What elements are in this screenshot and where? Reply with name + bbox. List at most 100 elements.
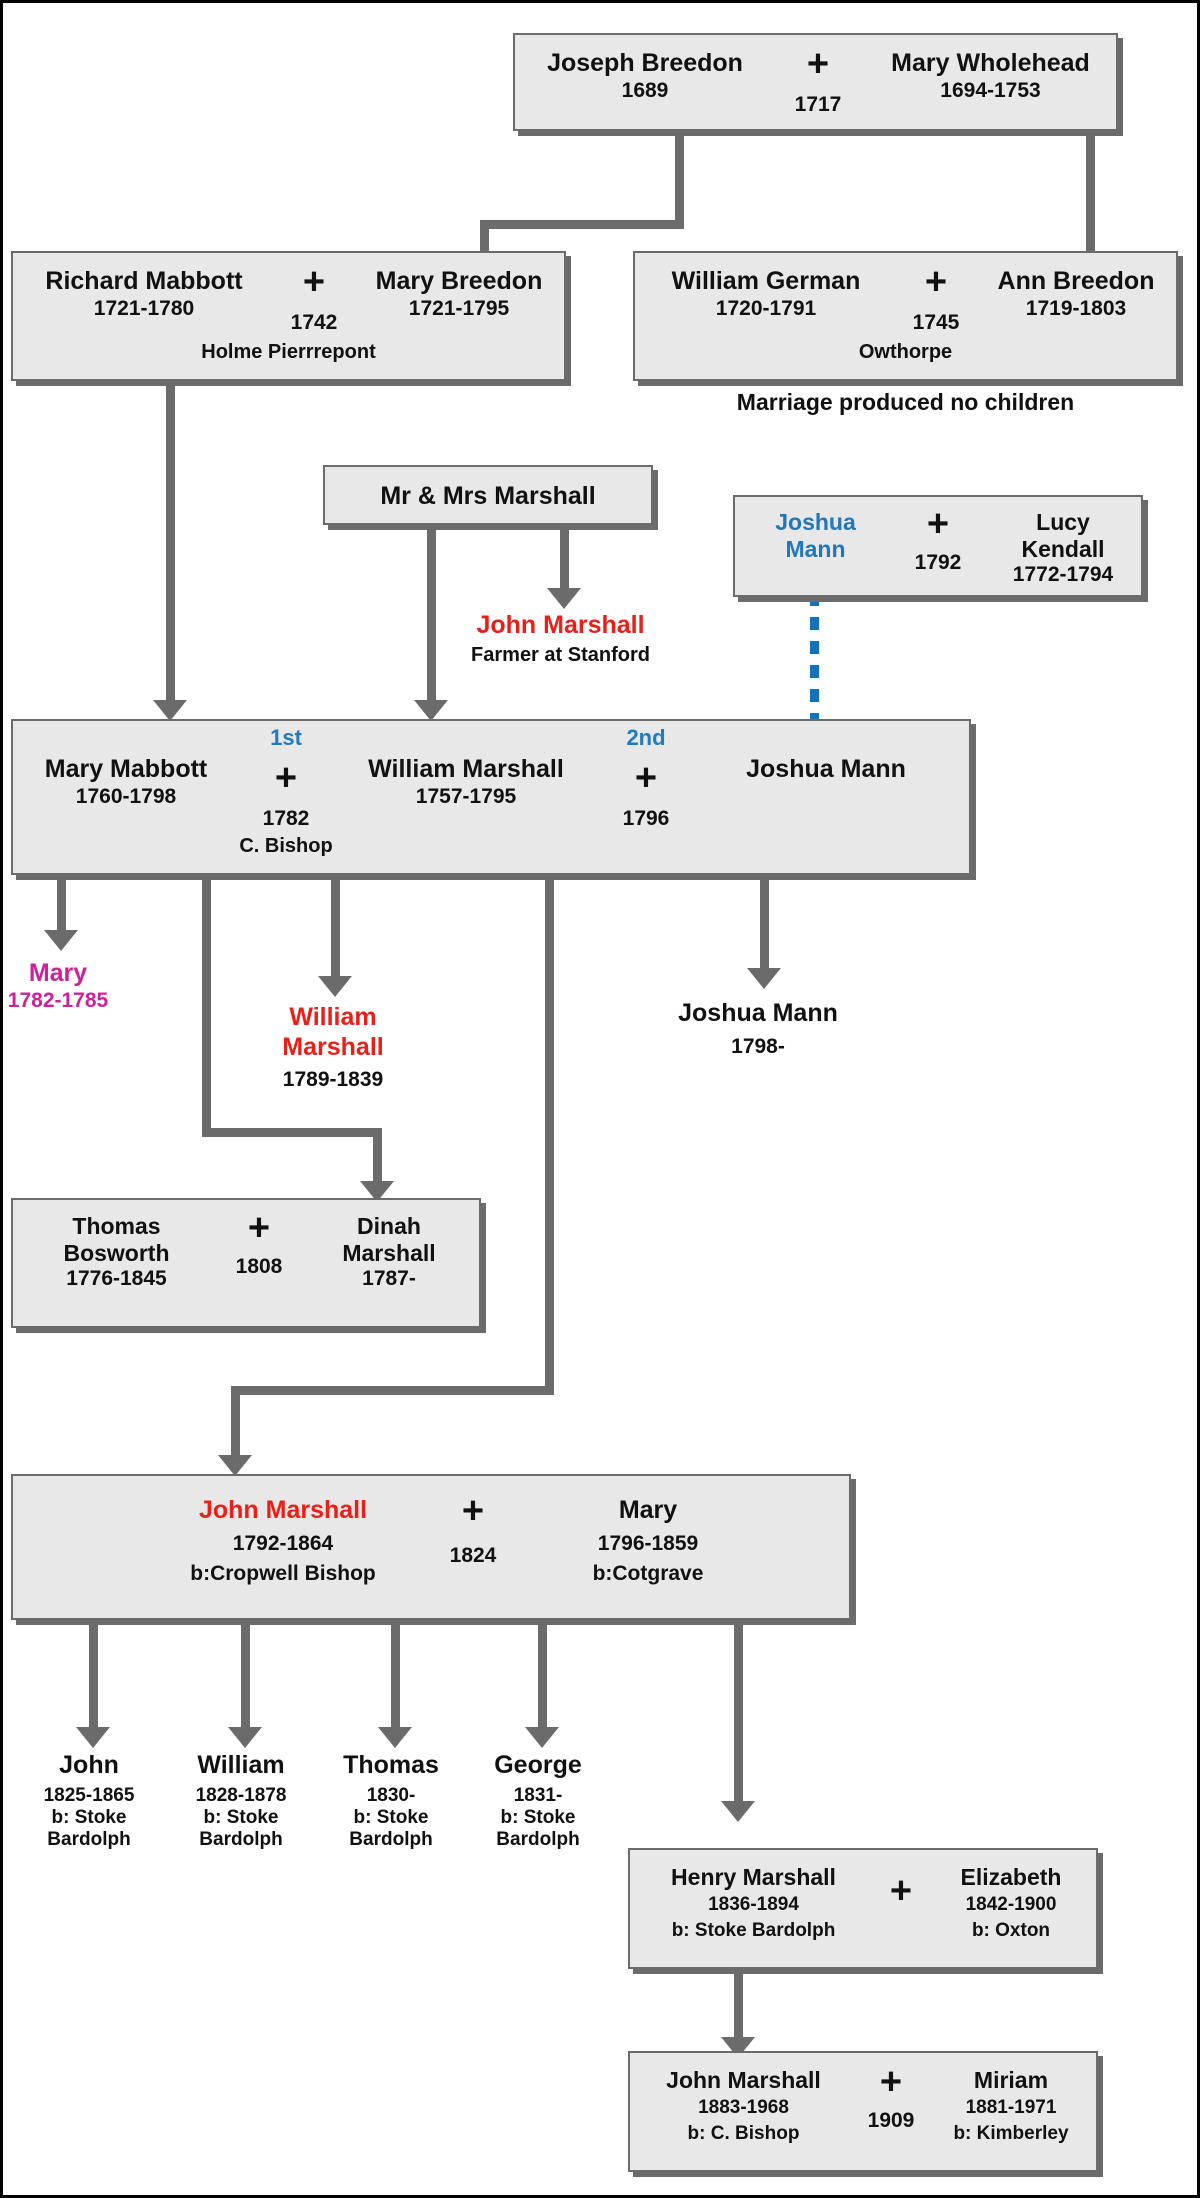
bosworth-union: + 1808 bbox=[214, 1209, 304, 1280]
connector-to-german bbox=[1086, 131, 1095, 329]
mann-marriage-year: 1792 bbox=[914, 551, 962, 575]
john1792-right: Mary 1796-1859 b:Cotgrave bbox=[523, 1496, 773, 1587]
child-place-line1: b: Stoke bbox=[203, 1806, 279, 1828]
german-left-dates: 1720-1791 bbox=[715, 296, 817, 320]
plus-icon: + bbox=[461, 1490, 485, 1532]
node-mr-mrs-marshall[interactable]: Mr & Mrs Marshall bbox=[323, 465, 653, 525]
child-dates: 1828-1878 bbox=[195, 1784, 287, 1806]
john1883-left: John Marshall 1883-1968 b: C. Bishop bbox=[636, 2067, 851, 2145]
node-henry-elizabeth[interactable]: Henry Marshall 1836-1894 b: Stoke Bardol… bbox=[628, 1848, 1098, 1969]
arrow-to-john1792-box bbox=[218, 1455, 252, 1476]
node-john-marshall-mary[interactable]: John Marshall 1792-1864 b:Cropwell Bisho… bbox=[11, 1474, 851, 1620]
henry-left-place: b: Stoke Bardolph bbox=[671, 1919, 836, 1941]
john1883-union: + 1909 bbox=[851, 2063, 931, 2134]
german-right-name: Ann Breedon bbox=[997, 267, 1155, 295]
mabbott-marriage-place: Holme Pierrrepont bbox=[201, 341, 376, 363]
node-mann-kendall[interactable]: Joshua Mann + 1792 Lucy Kendall 1772-179… bbox=[733, 495, 1143, 597]
mr-mrs-marshall-name: Mr & Mrs Marshall bbox=[380, 482, 596, 510]
connector-child-william bbox=[241, 1620, 250, 1734]
bosworth-right-name-line2: Marshall bbox=[342, 1240, 436, 1267]
connector-john1792-elbow bbox=[231, 1386, 554, 1395]
plus-icon: + bbox=[889, 1870, 913, 1912]
bosworth-right-name-line1: Dinah bbox=[357, 1213, 421, 1239]
center-middle-dates: 1757-1795 bbox=[415, 784, 517, 808]
bosworth-left-dates: 1776-1845 bbox=[66, 1267, 167, 1291]
mabbott-right: Mary Breedon 1721-1795 bbox=[359, 267, 559, 321]
henry-right-name: Elizabeth bbox=[960, 1864, 1062, 1890]
child-name: Thomas bbox=[343, 1751, 439, 1779]
connector-henry-to-john1883 bbox=[734, 1969, 743, 2043]
child-place-line2: Bardolph bbox=[199, 1829, 283, 1851]
breedon-right: Mary Wholehead 1694-1753 bbox=[868, 49, 1113, 103]
breedon-right-name: Mary Wholehead bbox=[891, 49, 1090, 77]
center-first-place: C. Bishop bbox=[239, 835, 333, 858]
john1883-right-name: Miriam bbox=[973, 2067, 1049, 2093]
john1883-marriage-year: 1909 bbox=[867, 2109, 915, 2133]
mabbott-right-name: Mary Breedon bbox=[375, 267, 543, 295]
john-marshall-farmer-name: John Marshall bbox=[476, 611, 645, 639]
john1883-right-place: b: Kimberley bbox=[953, 2122, 1069, 2144]
connector-center-to-william-child bbox=[331, 875, 340, 983]
arrow-mabbott-to-mary bbox=[153, 700, 187, 721]
connector-center-to-john1792 bbox=[545, 875, 554, 1395]
center-second-union: 2nd + 1796 bbox=[591, 725, 701, 832]
center-second-label: 2nd bbox=[626, 725, 666, 750]
german-union: + 1745 bbox=[891, 261, 981, 336]
center-left-dates: 1760-1798 bbox=[75, 784, 177, 808]
bosworth-left: Thomas Bosworth 1776-1845 bbox=[19, 1213, 214, 1292]
arrow-marshall-to-john bbox=[547, 588, 581, 609]
connector-william-to-bosworth bbox=[373, 1128, 382, 1188]
list-item: George 1831- b: Stoke Bardolph bbox=[468, 1751, 608, 1852]
center-left: Mary Mabbott 1760-1798 bbox=[21, 755, 231, 809]
label-child-joshua-mann: Joshua Mann 1798- bbox=[658, 999, 858, 1059]
mann-right-dates: 1772-1794 bbox=[1012, 563, 1114, 587]
node-breedon-wholehead[interactable]: Joseph Breedon 1689 + 1717 Mary Wholehea… bbox=[513, 33, 1118, 131]
henry-left-name: Henry Marshall bbox=[671, 1864, 836, 1890]
arrow-center-to-mary-child bbox=[44, 930, 78, 951]
connector-center-to-mary-child bbox=[57, 875, 66, 937]
node-bosworth-marshall[interactable]: Thomas Bosworth 1776-1845 + 1808 Dinah M… bbox=[11, 1198, 481, 1328]
list-item: Thomas 1830- b: Stoke Bardolph bbox=[321, 1751, 461, 1852]
label-child-william-marshall: William Marshall 1789-1839 bbox=[253, 1003, 413, 1093]
center-first-label: 1st bbox=[270, 725, 302, 750]
john1792-right-dates: 1796-1859 bbox=[597, 1531, 699, 1555]
connector-breedon-elbow bbox=[480, 220, 684, 229]
node-john-miriam[interactable]: John Marshall 1883-1968 b: C. Bishop + 1… bbox=[628, 2051, 1098, 2172]
german-marriage-year: 1745 bbox=[912, 311, 960, 335]
plus-icon: + bbox=[274, 756, 298, 799]
child-name: William bbox=[197, 1751, 285, 1779]
henry-right: Elizabeth 1842-1900 b: Oxton bbox=[931, 1864, 1091, 1942]
child-mary-name: Mary bbox=[28, 959, 88, 987]
plus-icon: + bbox=[634, 756, 658, 799]
connector-breedon-stem bbox=[675, 131, 684, 229]
node-german-breedon[interactable]: William German 1720-1791 + 1745 Ann Bree… bbox=[633, 251, 1178, 381]
john1883-right-dates: 1881-1971 bbox=[965, 2097, 1057, 2119]
mann-left-name-line2: Mann bbox=[785, 536, 846, 563]
bosworth-left-name-line1: Thomas bbox=[72, 1213, 161, 1239]
child-place-line2: Bardolph bbox=[349, 1829, 433, 1851]
mabbott-left-name: Richard Mabbott bbox=[45, 267, 243, 295]
breedon-marriage-year: 1717 bbox=[794, 93, 842, 117]
henry-left: Henry Marshall 1836-1894 b: Stoke Bardol… bbox=[636, 1864, 871, 1942]
arrow-marshall-to-william bbox=[414, 700, 448, 721]
german-right: Ann Breedon 1719-1803 bbox=[981, 267, 1171, 321]
mabbott-union: + 1742 bbox=[269, 263, 359, 336]
child-joshua-name: Joshua Mann bbox=[678, 999, 838, 1027]
node-mabbott-breedon[interactable]: Richard Mabbott 1721-1780 + 1742 Mary Br… bbox=[11, 251, 566, 381]
john1792-marriage-year: 1824 bbox=[449, 1544, 497, 1568]
mabbott-left: Richard Mabbott 1721-1780 bbox=[19, 267, 269, 321]
connector-william-elbow bbox=[202, 1128, 382, 1137]
john1883-left-dates: 1883-1968 bbox=[698, 2097, 789, 2119]
list-item: William 1828-1878 b: Stoke Bardolph bbox=[171, 1751, 311, 1852]
plus-icon: + bbox=[926, 503, 950, 545]
child-name: George bbox=[494, 1751, 582, 1779]
arrow-center-to-joshua-child bbox=[747, 968, 781, 989]
node-mabbott-marshall-mann[interactable]: Mary Mabbott 1760-1798 1st + 1782 C. Bis… bbox=[11, 719, 971, 875]
german-left: William German 1720-1791 bbox=[641, 267, 891, 321]
connector-joshua-mann-dashed bbox=[810, 569, 819, 727]
plus-icon: + bbox=[924, 261, 948, 303]
breedon-left-name: Joseph Breedon bbox=[547, 49, 743, 77]
mann-union: + 1792 bbox=[888, 503, 988, 576]
bosworth-marriage-year: 1808 bbox=[235, 1255, 283, 1279]
